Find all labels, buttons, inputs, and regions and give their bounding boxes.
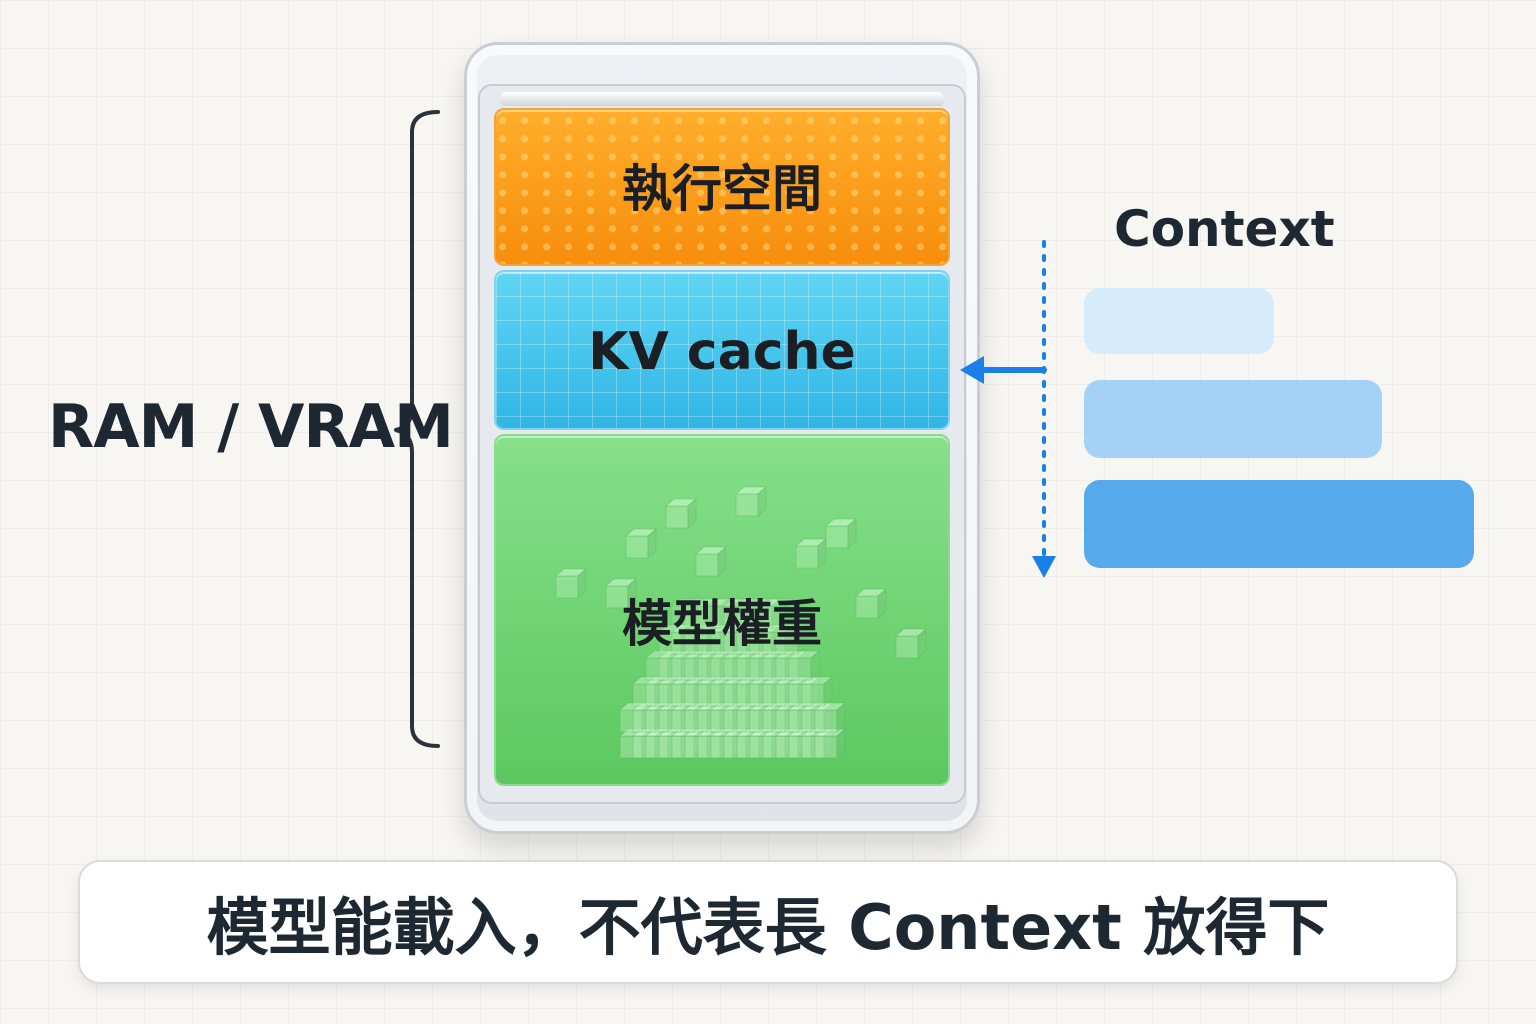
weight-cube	[657, 701, 691, 734]
memory-container-lip	[500, 92, 944, 106]
weight-cube	[800, 701, 834, 734]
weight-cube	[748, 701, 782, 734]
weight-cube	[813, 727, 847, 760]
weight-cube	[670, 675, 704, 708]
model-weights-segment: 模型權重	[494, 434, 950, 786]
weight-cube	[761, 597, 795, 630]
weight-cube	[761, 623, 795, 656]
weight-cube	[644, 649, 678, 682]
ram-vram-label: RAM / VRAM	[48, 392, 454, 462]
weight-cube	[800, 675, 834, 708]
weight-cube	[722, 649, 756, 682]
weight-cube	[748, 675, 782, 708]
weight-cube	[696, 675, 730, 708]
weight-cube	[657, 649, 691, 682]
weight-cube	[604, 577, 638, 610]
weight-cube	[761, 649, 795, 682]
weight-cubes-illustration	[554, 485, 928, 760]
weight-cube	[644, 701, 678, 734]
kv-cache-label: KV cache	[588, 322, 856, 382]
weight-cube	[824, 517, 858, 550]
weight-cube	[774, 649, 808, 682]
weight-cube	[670, 597, 704, 630]
weight-cube	[735, 701, 769, 734]
kv-cache-segment: KV cache	[494, 270, 950, 430]
weight-cube	[631, 675, 665, 708]
left-arrow-head	[960, 356, 984, 384]
weight-cube	[683, 597, 717, 630]
weight-cube	[670, 649, 704, 682]
weight-cube	[735, 675, 769, 708]
weight-cube	[709, 675, 743, 708]
weight-cube	[722, 623, 756, 656]
weight-cube	[624, 527, 658, 560]
weight-cube	[657, 675, 691, 708]
context-title: Context	[1114, 200, 1335, 258]
weight-cube	[709, 597, 743, 630]
execution-space-label: 執行空間	[622, 160, 822, 218]
weight-cube	[722, 597, 756, 630]
weight-cube	[794, 537, 828, 570]
context-bar-long	[1084, 480, 1474, 568]
weight-cube	[670, 623, 704, 656]
weight-cube	[694, 545, 728, 578]
weight-cube	[683, 623, 717, 656]
weight-cube	[774, 675, 808, 708]
weight-cube	[618, 701, 652, 734]
weight-cube	[774, 727, 808, 760]
weight-cube	[722, 701, 756, 734]
down-arrow-head	[1032, 556, 1056, 578]
model-weights-label: 模型權重	[622, 595, 822, 653]
weight-cube	[774, 623, 808, 656]
weight-cube	[748, 649, 782, 682]
weight-cube	[787, 649, 821, 682]
weight-cube	[554, 567, 588, 600]
weight-cube	[787, 675, 821, 708]
weight-cube	[683, 675, 717, 708]
weight-cube	[709, 649, 743, 682]
weight-cube	[813, 701, 847, 734]
execution-space-segment: 執行空間	[494, 108, 950, 266]
weight-cube	[735, 597, 769, 630]
weight-cube	[683, 701, 717, 734]
weight-cube	[670, 701, 704, 734]
weight-cube	[657, 623, 691, 656]
weight-cube	[735, 649, 769, 682]
caption-text: 模型能載入，不代表長 Context 放得下	[206, 891, 1330, 964]
weight-cube	[683, 649, 717, 682]
context-bar-short	[1084, 288, 1274, 354]
weight-cube	[894, 627, 928, 660]
weight-cube	[735, 623, 769, 656]
weight-cube	[696, 623, 730, 656]
context-bar-medium	[1084, 380, 1382, 458]
weight-cube	[787, 701, 821, 734]
weight-cube	[748, 623, 782, 656]
weight-cube	[696, 701, 730, 734]
context-arrows	[960, 240, 1056, 578]
weight-cube	[722, 675, 756, 708]
weight-cube	[631, 701, 665, 734]
weight-cube	[761, 675, 795, 708]
weight-cube	[734, 485, 768, 518]
weight-cube	[709, 727, 743, 760]
weight-cube	[854, 587, 888, 620]
weight-cube	[696, 649, 730, 682]
weight-cube	[774, 701, 808, 734]
weight-cube	[761, 701, 795, 734]
weight-cube	[709, 623, 743, 656]
weight-cube	[664, 497, 698, 530]
caption-box: 模型能載入，不代表長 Context 放得下	[78, 860, 1458, 984]
weight-cube	[696, 597, 730, 630]
ram-brace	[394, 110, 440, 748]
weight-cube	[709, 701, 743, 734]
weight-cube	[644, 675, 678, 708]
weight-cube	[748, 597, 782, 630]
